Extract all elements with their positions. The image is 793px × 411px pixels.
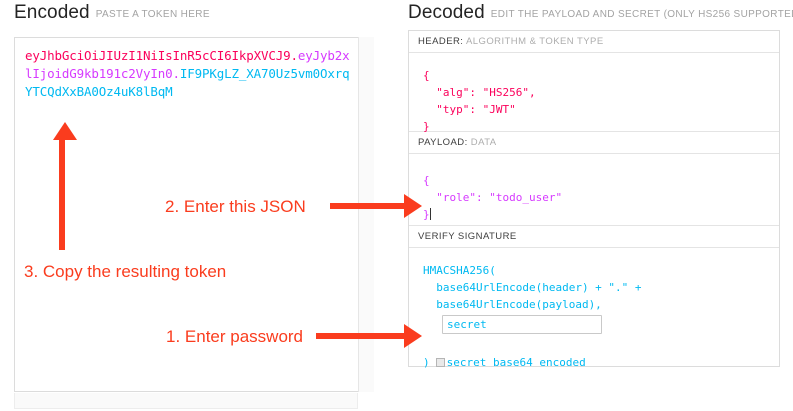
decoded-heading: Decoded EDIT THE PAYLOAD AND SECRET (ONLY… <box>408 2 793 24</box>
annotation-3-text: 3. Copy the resulting token <box>24 262 227 281</box>
base64-encoded-label: secret base64 encoded <box>446 356 586 369</box>
decoded-title: Decoded <box>408 2 485 23</box>
token-header-segment: eyJhbGciOiJIUzI1NiIsInR5cCI6IkpXVCJ9 <box>25 48 291 63</box>
signature-close-row: ) secret base64 encoded <box>423 356 586 369</box>
payload-label-key: PAYLOAD: <box>418 137 468 148</box>
signature-section-label: VERIFY SIGNATURE <box>409 226 779 248</box>
hmac-line-2: base64UrlEncode(header) + "." + <box>423 281 642 294</box>
encoded-subtitle: PASTE A TOKEN HERE <box>95 9 210 20</box>
encoded-panel-footer <box>14 393 358 409</box>
token-dot-1: . <box>290 48 299 63</box>
annotation-1-arrow-shaft <box>316 333 408 339</box>
header-label-key: HEADER: <box>418 36 464 47</box>
annotation-1-text: 1. Enter password <box>166 327 304 346</box>
token-dot-2: . <box>172 66 181 81</box>
encoded-scrollbar[interactable] <box>358 37 374 392</box>
secret-input[interactable] <box>442 315 602 334</box>
decoded-subtitle: EDIT THE PAYLOAD AND SECRET (ONLY HS256 … <box>490 9 793 20</box>
header-section-label: HEADER: ALGORITHM & TOKEN TYPE <box>409 31 779 53</box>
annotation-2-text: 2. Enter this JSON <box>165 197 306 216</box>
annotation-1-arrow-head-icon <box>404 324 422 348</box>
header-json-editor[interactable]: { "alg": "HS256", "typ": "JWT" } <box>409 53 779 133</box>
annotation-2-arrow-shaft <box>330 203 408 209</box>
text-caret <box>429 208 431 220</box>
encoded-heading: Encoded PASTE A TOKEN HERE <box>14 2 210 24</box>
header-label-rest: ALGORITHM & TOKEN TYPE <box>463 36 604 47</box>
base64-encoded-checkbox[interactable] <box>435 358 445 367</box>
encoded-token-text[interactable]: eyJhbGciOiJIUzI1NiIsInR5cCI6IkpXVCJ9.eyJ… <box>25 47 355 101</box>
token-payload-segment: eyJyb2xlIjoidG9kb191c2VyIn0 <box>25 48 350 81</box>
hmac-line-3: base64UrlEncode(payload), <box>423 298 602 311</box>
decoded-panel: HEADER: ALGORITHM & TOKEN TYPE { "alg": … <box>408 30 780 369</box>
payload-json-text: { "role": "todo_user" } <box>423 174 563 221</box>
hmac-line-1: HMACSHA256( <box>423 264 496 277</box>
encoded-title: Encoded <box>14 2 90 23</box>
annotation-2-arrow-head-icon <box>404 194 422 218</box>
signature-label-key: VERIFY SIGNATURE <box>418 231 517 242</box>
encoded-token-input[interactable]: eyJhbGciOiJIUzI1NiIsInR5cCI6IkpXVCJ9.eyJ… <box>14 37 374 392</box>
payload-json-editor[interactable]: { "role": "todo_user" } <box>409 154 779 226</box>
signature-block: HMACSHA256( base64UrlEncode(header) + ".… <box>409 248 779 369</box>
annotation-3-arrow-head-icon <box>53 122 77 140</box>
token-signature-segment: IF9PKgLZ_XA70Uz5vm0OxrqYTCQdXxBA0Oz4uK8l… <box>25 66 350 99</box>
close-paren: ) <box>423 356 430 369</box>
payload-section-label: PAYLOAD: DATA <box>409 132 779 154</box>
payload-label-rest: DATA <box>467 137 497 148</box>
annotation-3-arrow-shaft <box>59 138 65 250</box>
